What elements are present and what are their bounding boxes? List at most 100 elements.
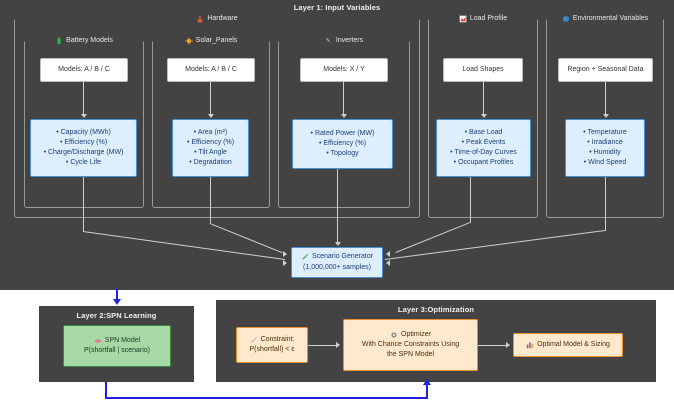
scenario-in-arrow-left-2: [283, 260, 287, 266]
solar-model-text: Models: A / B / C: [185, 65, 237, 73]
scenario-in-arrow-left-1: [283, 251, 287, 257]
solar-model-box[interactable]: Models: A / B / C: [167, 58, 255, 82]
pen-icon: [301, 253, 309, 261]
battery-models-group: Battery Models: [24, 35, 144, 208]
inverter-model-text: Models: X / Y: [323, 65, 365, 73]
constraint-title: Constraint:: [260, 335, 295, 343]
route-inverter-v: [337, 169, 338, 244]
region-seasonal-box[interactable]: Region + Seasonal Data: [558, 58, 653, 82]
loop-right-v: [426, 384, 428, 398]
scenario-in-arrow-right-1: [386, 251, 390, 257]
inverter-attr-0: • Rated Power (MW): [310, 129, 375, 137]
solar-attributes-box[interactable]: • Area (m²) • Efficiency (%) • Tilt Angl…: [172, 119, 249, 177]
battery-icon: [55, 36, 63, 45]
layer1-title: Layer 1: Input Variables: [293, 3, 381, 12]
env-attr-2: • Humidity: [589, 149, 621, 156]
load-attr-1: • Peak Events: [461, 138, 506, 146]
scenario-generator-subtitle: (1,000,000+ samples): [303, 263, 371, 271]
battery-connector: [83, 82, 84, 116]
environmental-connector: [605, 82, 606, 116]
hardware-group: Hardware: [14, 13, 420, 218]
inverter-arrow: [340, 114, 347, 118]
optimizer-to-result-line: [478, 345, 508, 346]
constraint-header: Constraint:: [250, 335, 295, 345]
optimizer-box[interactable]: Optimizer With Chance Constraints Using …: [343, 319, 478, 371]
feedback-down-arrow: [113, 299, 121, 305]
scenario-in-arrow-right-2: [386, 260, 390, 266]
load-shapes-box[interactable]: Load Shapes: [443, 58, 523, 82]
solar-attr-2: • Tilt Angle: [194, 149, 227, 156]
spn-model-header: SPN Model: [94, 336, 140, 346]
route-load-v: [470, 177, 471, 223]
environmental-attributes-box[interactable]: • Temperature • Irradiance • Humidity • …: [565, 119, 645, 177]
solar-panels-text: Solar_Panels: [195, 37, 238, 44]
hardware-group-label: Hardware: [15, 13, 419, 24]
inverter-attr-1: • Efficiency (%): [318, 139, 367, 147]
inverter-attributes-box[interactable]: • Rated Power (MW) • Efficiency (%) • To…: [292, 119, 393, 169]
optimizer-line3: the SPN Model: [386, 351, 435, 359]
load-shapes-text: Load Shapes: [462, 65, 504, 73]
loop-up-arrow: [423, 379, 431, 385]
battery-attributes-box[interactable]: • Capacity (MWh) • Efficiency (%) • Char…: [30, 119, 137, 177]
route-inverter-arrow: [334, 242, 341, 246]
inverters-group: Inverters: [278, 35, 410, 208]
battery-models-label: Battery Models: [25, 35, 143, 46]
environmental-label: Environmental Variables: [547, 13, 663, 24]
optimizer-header: Optimizer: [390, 330, 431, 340]
constraint-box[interactable]: Constraint: P(shortfall) < ε: [236, 327, 308, 363]
solar-arrow: [207, 114, 214, 118]
optimizer-line1: Optimizer: [401, 330, 431, 338]
optimizer-to-result-arrow: [506, 342, 510, 348]
route-battery-v: [83, 177, 84, 231]
gear-icon: [390, 331, 398, 339]
battery-models-text: Battery Models: [66, 37, 113, 44]
inverters-label: Inverters: [279, 35, 409, 46]
region-seasonal-text: Region + Seasonal Data: [567, 65, 644, 73]
inverters-text: Inverters: [335, 37, 364, 44]
spn-model-box[interactable]: SPN Model P(shortfall | scenario): [63, 325, 171, 367]
solar-connector: [210, 82, 211, 116]
spn-model-title: SPN Model: [104, 336, 141, 344]
constraint-subtitle: P(shortfall) < ε: [249, 346, 295, 353]
optimal-result-box[interactable]: Optimal Model & Sizing: [513, 333, 623, 357]
solar-attr-3: • Degradation: [189, 159, 232, 167]
constraint-to-optimizer-line: [308, 345, 338, 346]
battery-attr-0: • Capacity (MWh): [56, 128, 111, 136]
load-attr-0: • Base Load: [464, 128, 503, 136]
brain-icon: [94, 337, 102, 345]
hardware-group-text: Hardware: [207, 15, 238, 22]
battery-model-text: Models: A / B / C: [58, 65, 110, 73]
solar-attr-0: • Area (m²): [193, 128, 228, 136]
hardware-icon: [196, 15, 204, 23]
load-attr-2: • Time-of-Day Curves: [450, 149, 517, 156]
battery-attr-2: • Charge/Discharge (MW): [43, 149, 124, 156]
battery-arrow: [80, 114, 87, 118]
battery-attr-3: • Cycle Life: [65, 159, 102, 167]
battery-model-box[interactable]: Models: A / B / C: [40, 58, 128, 82]
env-attr-1: • Irradiance: [587, 138, 623, 146]
optimal-result-header: Optimal Model & Sizing: [526, 340, 610, 350]
load-attributes-box[interactable]: • Base Load • Peak Events • Time-of-Day …: [436, 119, 531, 177]
loop-left-v: [105, 382, 107, 399]
load-arrow: [480, 114, 487, 118]
solar-attr-1: • Efficiency (%): [186, 138, 235, 146]
environmental-arrow: [602, 114, 609, 118]
load-connector: [483, 82, 484, 116]
scenario-generator-box[interactable]: Scenario Generator (1,000,000+ samples): [291, 247, 383, 278]
bar-chart-icon: [526, 341, 534, 349]
load-profile-text: Load Profile: [469, 15, 508, 22]
load-attr-3: • Occupant Profiles: [453, 159, 514, 167]
loop-bottom-h: [105, 397, 428, 399]
environmental-text: Environmental Variables: [572, 15, 649, 22]
env-attr-0: • Temperature: [583, 128, 627, 136]
plug-icon: [325, 37, 333, 45]
chart-icon: [459, 14, 467, 23]
layer3-title: Layer 3:Optimization: [397, 305, 475, 314]
constraint-to-optimizer-arrow: [336, 342, 340, 348]
solar-panels-label: Solar_Panels: [153, 35, 269, 46]
scenario-generator-title: Scenario Generator: [311, 253, 374, 261]
optimal-result-title: Optimal Model & Sizing: [537, 340, 610, 348]
battery-attr-1: • Efficiency (%): [59, 138, 108, 146]
inverter-model-box[interactable]: Models: X / Y: [300, 58, 388, 82]
